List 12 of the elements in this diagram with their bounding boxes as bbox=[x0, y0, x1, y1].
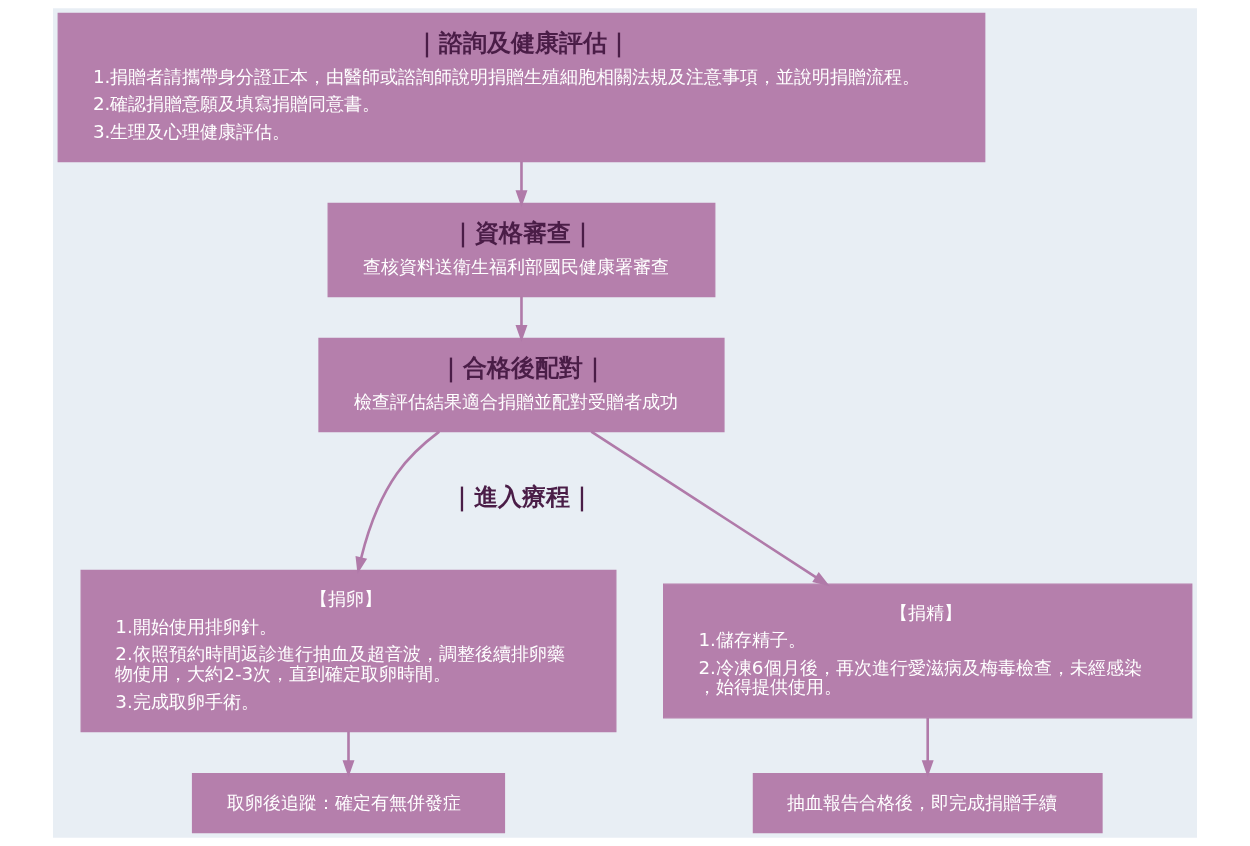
node-box: ｜合格後配對｜ 檢查評估結果適合捐贈並配對受贈者成功 bbox=[318, 337, 725, 433]
arrow bbox=[515, 161, 528, 208]
node-box: ｜諮詢及健康評估｜ 1.捐贈者請攜帶身分證正本，由醫師或諮詢師說明捐贈生殖細胞相關法規及注意事項，並說明捐贈流程。 2.確認捐贈意願及填寫捐贈同意書。 3.生理及心理健康評估。 bbox=[57, 12, 986, 163]
arrow bbox=[515, 296, 528, 343]
node-box: 【捐精】 1.儲存精子。 2.冷凍6個月後，再次進行愛滋病及梅毒檢查，未經感染，始得提供使用。 bbox=[663, 583, 1193, 719]
label: ｜進入療程｜ bbox=[450, 483, 595, 512]
node-box: 【捐卵】 1.開始使用排卵針。 2.依照預約時間返診進行抽血及超音波，調整後續排卵藥物使用，大約2-3次，直到確定取卵時間。 3.完成取卵手術。 bbox=[80, 569, 617, 733]
node-box: ｜資格審查｜ 查核資料送衛生福利部國民健康署審查 bbox=[327, 202, 716, 298]
node-box: 抽血報告合格後，即完成捐贈手續 bbox=[752, 772, 1103, 834]
arrow bbox=[590, 430, 830, 587]
arrow bbox=[342, 731, 355, 778]
node-box: 取卵後追蹤：確定有無併發症 bbox=[191, 772, 506, 834]
